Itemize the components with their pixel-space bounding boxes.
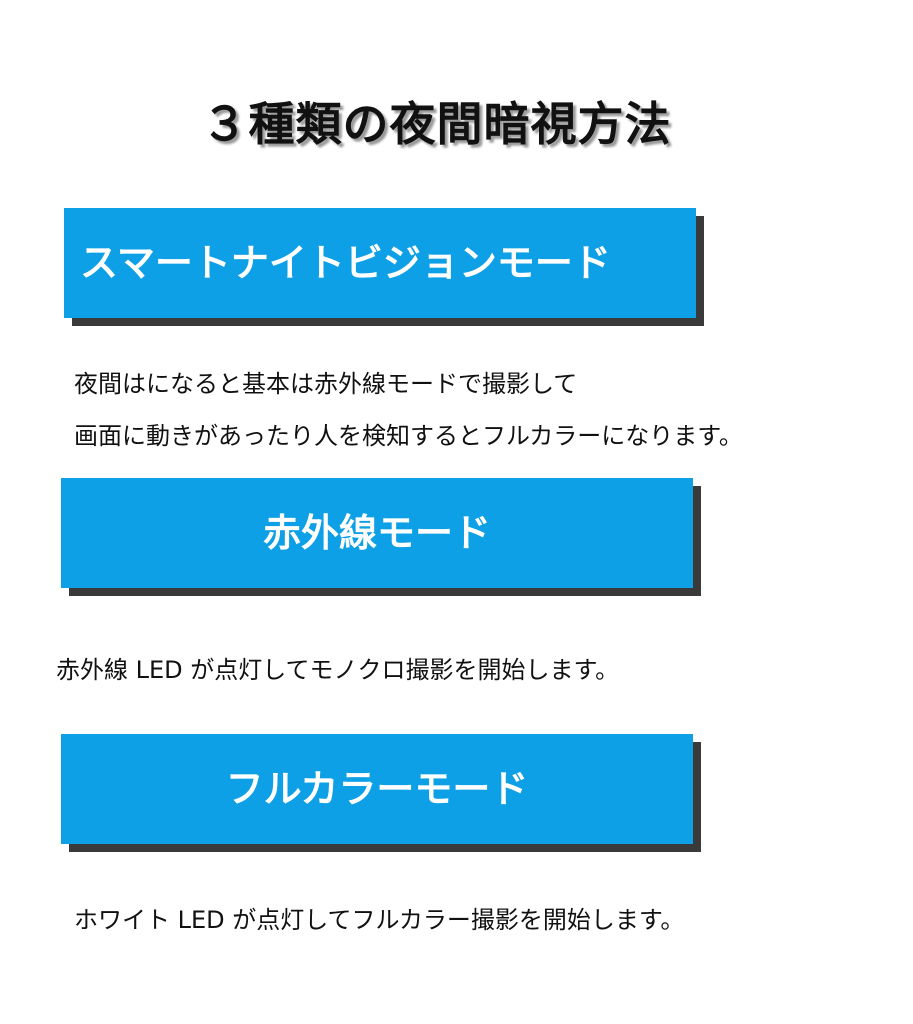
banner-label: スマートナイトビジョンモード bbox=[64, 208, 696, 318]
banner-label: 赤外線モード bbox=[61, 478, 693, 588]
description-line: 赤外線 LED が点灯してモノクロ撮影を開始します。 bbox=[56, 656, 620, 684]
section-description-infrared: 赤外線 LED が点灯してモノクロ撮影を開始します。 bbox=[56, 644, 619, 696]
description-line: ホワイト LED が点灯してフルカラー撮影を開始します。 bbox=[74, 906, 685, 934]
section-description-smart-night-vision: 夜間はになると基本は赤外線モードで撮影して 画面に動きがあったり人を検知するとフ… bbox=[74, 358, 743, 462]
banner-label: フルカラーモード bbox=[61, 734, 693, 844]
description-line: 夜間はになると基本は赤外線モードで撮影して bbox=[74, 370, 578, 398]
section-heading-full-color: フルカラーモード bbox=[61, 734, 701, 852]
section-heading-infrared: 赤外線モード bbox=[61, 478, 701, 596]
page-title: ３種類の夜間暗視方法 bbox=[201, 97, 672, 151]
section-heading-smart-night-vision: スマートナイトビジョンモード bbox=[64, 208, 704, 326]
section-description-full-color: ホワイト LED が点灯してフルカラー撮影を開始します。 bbox=[74, 894, 684, 946]
description-line: 画面に動きがあったり人を検知するとフルカラーになります。 bbox=[74, 422, 743, 450]
